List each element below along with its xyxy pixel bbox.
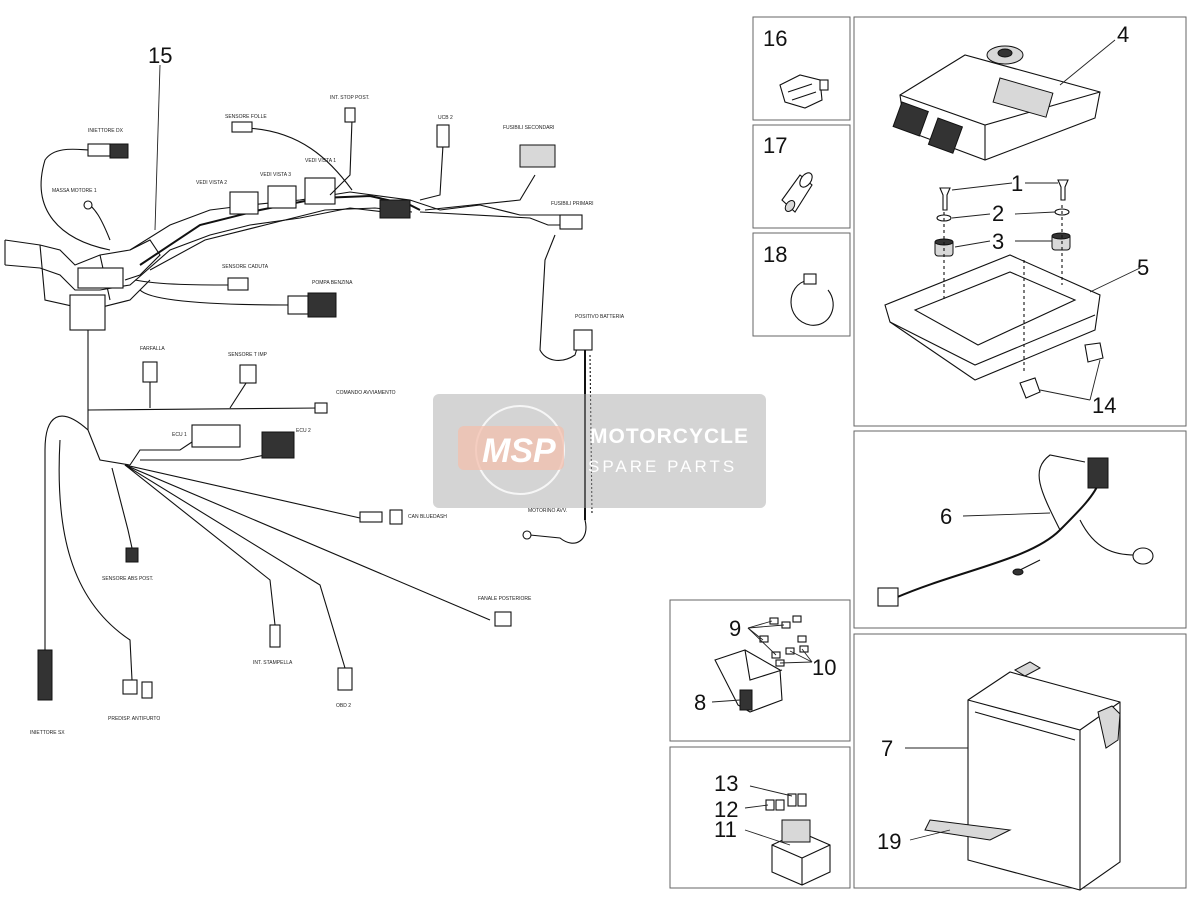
label-vedi-vista-1: VEDI VISTA 1 (305, 158, 336, 164)
cable-tie-part-18 (790, 273, 834, 326)
callout-8: 8 (694, 690, 706, 715)
label-vedi-vista-3: VEDI VISTA 3 (260, 172, 291, 178)
ecu-part-4 (892, 45, 1101, 161)
watermark: MSP MOTORCYCLE SPARE PARTS (433, 394, 766, 508)
callout-9: 9 (729, 616, 741, 641)
callout-3: 3 (992, 229, 1004, 254)
label-ucb: UCB 2 (438, 115, 453, 121)
callout-6: 6 (940, 504, 952, 529)
label-fusibili-secondari: FUSIBILI SECONDARI (503, 125, 554, 131)
label-predisp-antifurto: PREDISP. ANTIFURTO (108, 716, 160, 722)
panel-ecu-box (853, 16, 1187, 427)
screws-part-1 (939, 179, 1069, 211)
callout-18: 18 (763, 242, 787, 267)
panel-6-box (853, 430, 1187, 629)
callout-14: 14 (1092, 393, 1116, 418)
fuses-part-12-13 (765, 793, 807, 811)
label-farfalla: FARFALLA (140, 346, 165, 352)
panel-16-box (752, 16, 851, 121)
callout-4: 4 (1117, 22, 1129, 47)
panel-battery-box (853, 633, 1187, 889)
panel-17-box (752, 124, 851, 229)
callout-5: 5 (1137, 255, 1149, 280)
label-positivo-batteria: POSITIVO BATTERIA (575, 314, 625, 320)
sub-harness-part-6 (877, 454, 1154, 607)
fuses-part-9-10 (759, 615, 809, 667)
main-harness (4, 107, 593, 701)
callout-7: 7 (881, 736, 893, 761)
relay-part-11 (771, 819, 831, 886)
label-comando-avviamento: COMANDO AVVIAMENTO (336, 390, 396, 396)
label-fusibili-primari: FUSIBILI PRIMARI (551, 201, 594, 207)
label-vedi-vista-2: VEDI VISTA 2 (196, 180, 227, 186)
label-massa-motore: MASSA MOTORE 1 (52, 188, 97, 194)
grommet-part-17 (781, 172, 813, 213)
label-fanale-posteriore: FANALE POSTERIORE (478, 596, 532, 602)
callout-2: 2 (992, 201, 1004, 226)
watermark-logo: MSP (482, 432, 556, 470)
callout-1: 1 (1011, 171, 1023, 196)
battery-part-7 (967, 661, 1121, 891)
callout-11: 11 (714, 817, 737, 842)
label-int-stampella: INT. STAMPELLA (253, 660, 293, 666)
callout-19: 19 (877, 829, 901, 854)
watermark-line1: MOTORCYCLE (590, 425, 749, 448)
callout-12: 12 (714, 797, 738, 822)
label-iniettore-dx: INIETTORE DX (88, 128, 124, 134)
label-obd: OBD 2 (336, 703, 351, 709)
label-sensore-t-imp: SENSORE T IMP (228, 352, 268, 358)
callout-16: 16 (763, 26, 787, 51)
panel-relay-box (669, 746, 851, 889)
panel-fuse-box (669, 599, 851, 742)
callout-13: 13 (714, 771, 738, 796)
callout-10: 10 (812, 655, 836, 680)
label-ecu2: ECU 2 (296, 428, 311, 434)
label-sensore-caduta: SENSORE CADUTA (222, 264, 269, 270)
label-ecu1: ECU 1 (172, 432, 187, 438)
panel-18-box (752, 232, 851, 337)
watermark-line2: SPARE PARTS (588, 457, 737, 476)
label-can-bluedash: CAN BLUEDASH (408, 514, 447, 520)
label-sensore-abs-post: SENSORE ABS POST. (102, 576, 153, 582)
fuse-holder-part-8 (714, 649, 783, 713)
label-motorino-avv: MOTORINO AVV. (528, 508, 567, 514)
label-sensore-folle: SENSORE FOLLE (225, 114, 267, 120)
clips-part-14 (1019, 342, 1104, 399)
callout-17: 17 (763, 133, 787, 158)
label-pompa-benzina: POMPA BENZINA (312, 280, 353, 286)
callout-15: 15 (148, 43, 172, 68)
connector-clip-part-16 (779, 74, 829, 109)
label-iniettore-sx: INIETTORE SX (30, 730, 65, 736)
label-int-stop-post: INT. STOP POST. (330, 95, 370, 101)
bracket-part-5 (884, 205, 1101, 381)
pad-part-19 (924, 819, 1012, 841)
